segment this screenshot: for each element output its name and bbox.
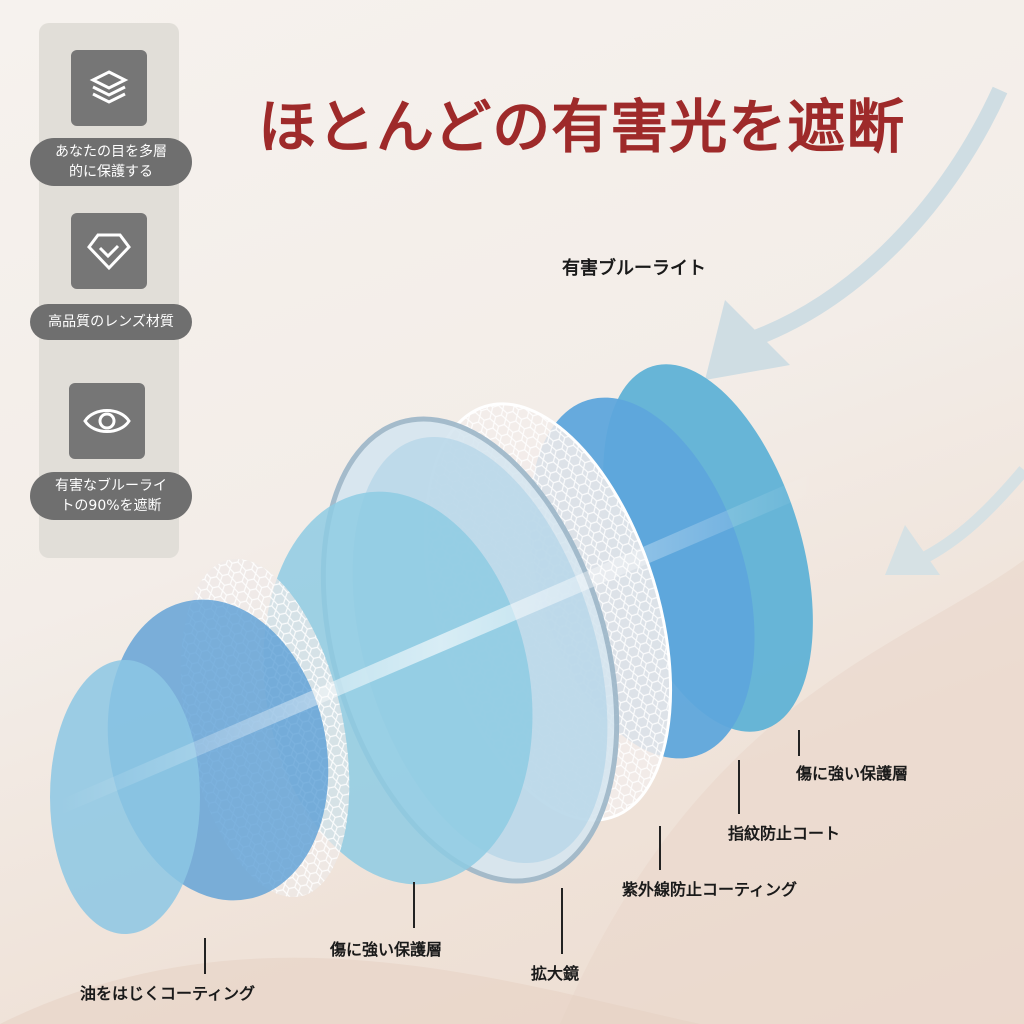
feature-label-multilayer: あなたの目を多層的に保護する — [30, 138, 192, 186]
layer-label-magnifier: 拡大鏡 — [531, 964, 580, 983]
layer-label-scratch-front: 傷に強い保護層 — [330, 940, 443, 959]
blue-light-label: 有害ブルーライト — [562, 258, 706, 279]
layer-label-fingerprint: 指紋防止コート — [728, 824, 841, 843]
layer-label-scratch-back: 傷に強い保護層 — [796, 764, 909, 783]
feature-panel — [39, 23, 179, 558]
feature-label-bluelight: 有害なブルーライトの90%を遮断 — [30, 472, 192, 520]
page-title: ほとんどの有害光を遮断 — [258, 93, 906, 161]
arrow-icon — [705, 86, 1008, 380]
eye-icon — [69, 383, 145, 459]
diamond-icon — [71, 213, 147, 289]
feature-label-material: 高品質のレンズ材質 — [30, 304, 192, 340]
layers-icon — [71, 50, 147, 126]
lens-oil-coating — [50, 660, 200, 934]
layer-label-uv: 紫外線防止コーティング — [622, 880, 798, 899]
layer-label-oil: 油をはじくコーティング — [80, 984, 256, 1003]
arrow-icon — [885, 466, 1024, 575]
